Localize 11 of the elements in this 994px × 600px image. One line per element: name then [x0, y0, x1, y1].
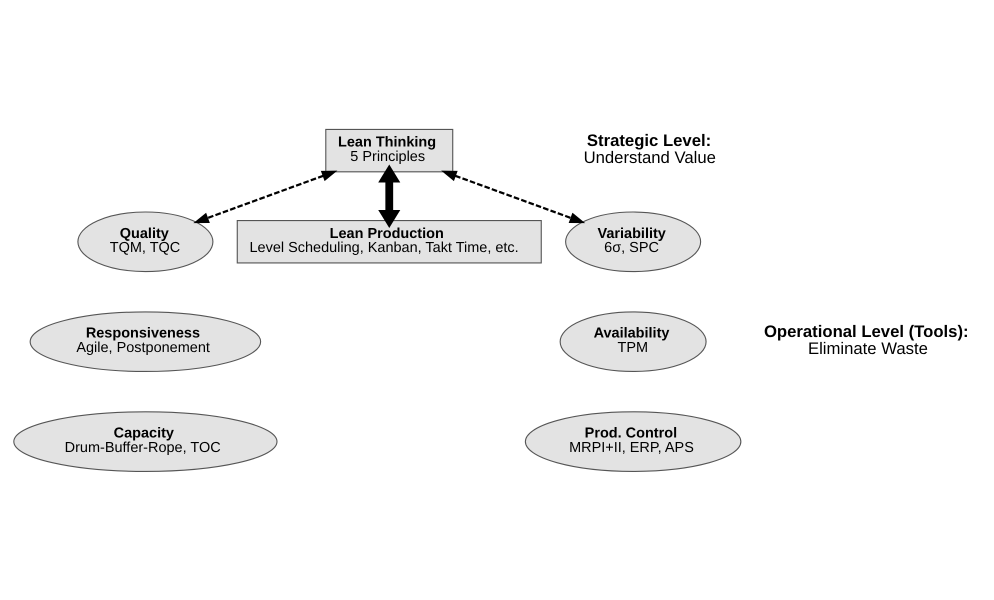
- node-ellipse: Responsiveness Agile, Postponement: [29, 310, 261, 372]
- node-ellipse: Availability TPM: [559, 310, 706, 372]
- label: Operational Level (Tools):: [763, 322, 968, 341]
- arrow: [192, 170, 337, 223]
- node-box: Lean Production Level Scheduling, Kanban, Takt Time, etc.: [236, 220, 542, 263]
- arrow: [440, 170, 585, 223]
- node-box: Lean Thinking 5 Principles: [324, 128, 453, 172]
- node-ellipse: Capacity Drum-Buffer-Rope, TOC: [12, 410, 278, 472]
- arrow: [378, 164, 400, 228]
- label: Strategic Level:: [586, 130, 711, 150]
- node-ellipse: Prod. Control MRPI+II, ERP, APS: [524, 410, 741, 472]
